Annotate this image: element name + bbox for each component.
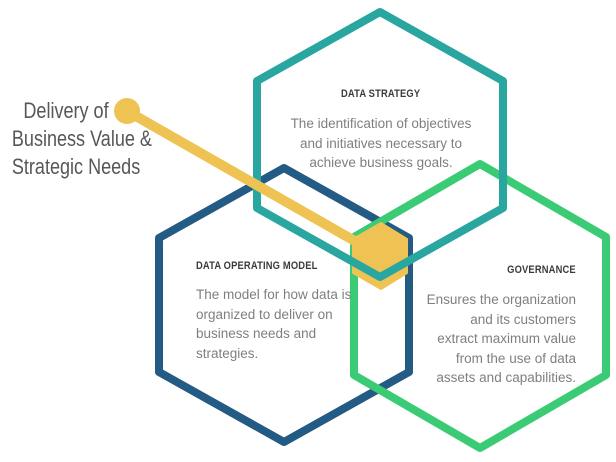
governance-text-block: GOVERNANCE Ensures the organization and … [396, 260, 576, 388]
description-line: The identification of objectives [290, 116, 472, 131]
data-operating-model-text-block: DATA OPERATING MODEL The model for how d… [196, 260, 356, 363]
description-line: and its customers [470, 311, 576, 327]
governance-title: GOVERNANCE [507, 264, 576, 276]
description-line: achieve business goals. [309, 155, 453, 170]
description-line: and initiatives necessary to [299, 135, 463, 151]
connector-line [124, 106, 384, 261]
description-line: The model for how data is [196, 287, 352, 302]
side-label-line: Strategic Needs [11, 154, 141, 179]
side-label-line: Delivery of [23, 98, 109, 123]
description-line: business needs and [196, 326, 317, 341]
data-operating-model-title: DATA OPERATING MODEL [196, 260, 318, 272]
description-line: assets and capabilities. [436, 370, 576, 385]
data-strategy-text-block: DATA STRATEGY The identification of obje… [281, 84, 481, 173]
description-line: from the use of data [455, 350, 576, 366]
data-strategy-description: The identification of objectives and ini… [281, 114, 481, 173]
data-operating-model-description: The model for how data is organized to d… [196, 285, 356, 363]
side-label: Delivery of Business Value & Strategic N… [11, 97, 152, 181]
description-line: organized to deliver on [196, 306, 333, 322]
data-strategy-hexagon [253, 8, 507, 281]
side-label-line: Business Value & [11, 126, 152, 151]
connector-pin-circle [114, 98, 140, 124]
description-line: strategies. [196, 345, 259, 361]
description-line: extract maximum value [437, 331, 576, 346]
data-operating-model-hexagon [155, 164, 413, 446]
governance-description: Ensures the organization and its custome… [396, 290, 576, 388]
data-strategy-title: DATA STRATEGY [341, 88, 421, 100]
description-line: Ensures the organization [426, 292, 576, 307]
